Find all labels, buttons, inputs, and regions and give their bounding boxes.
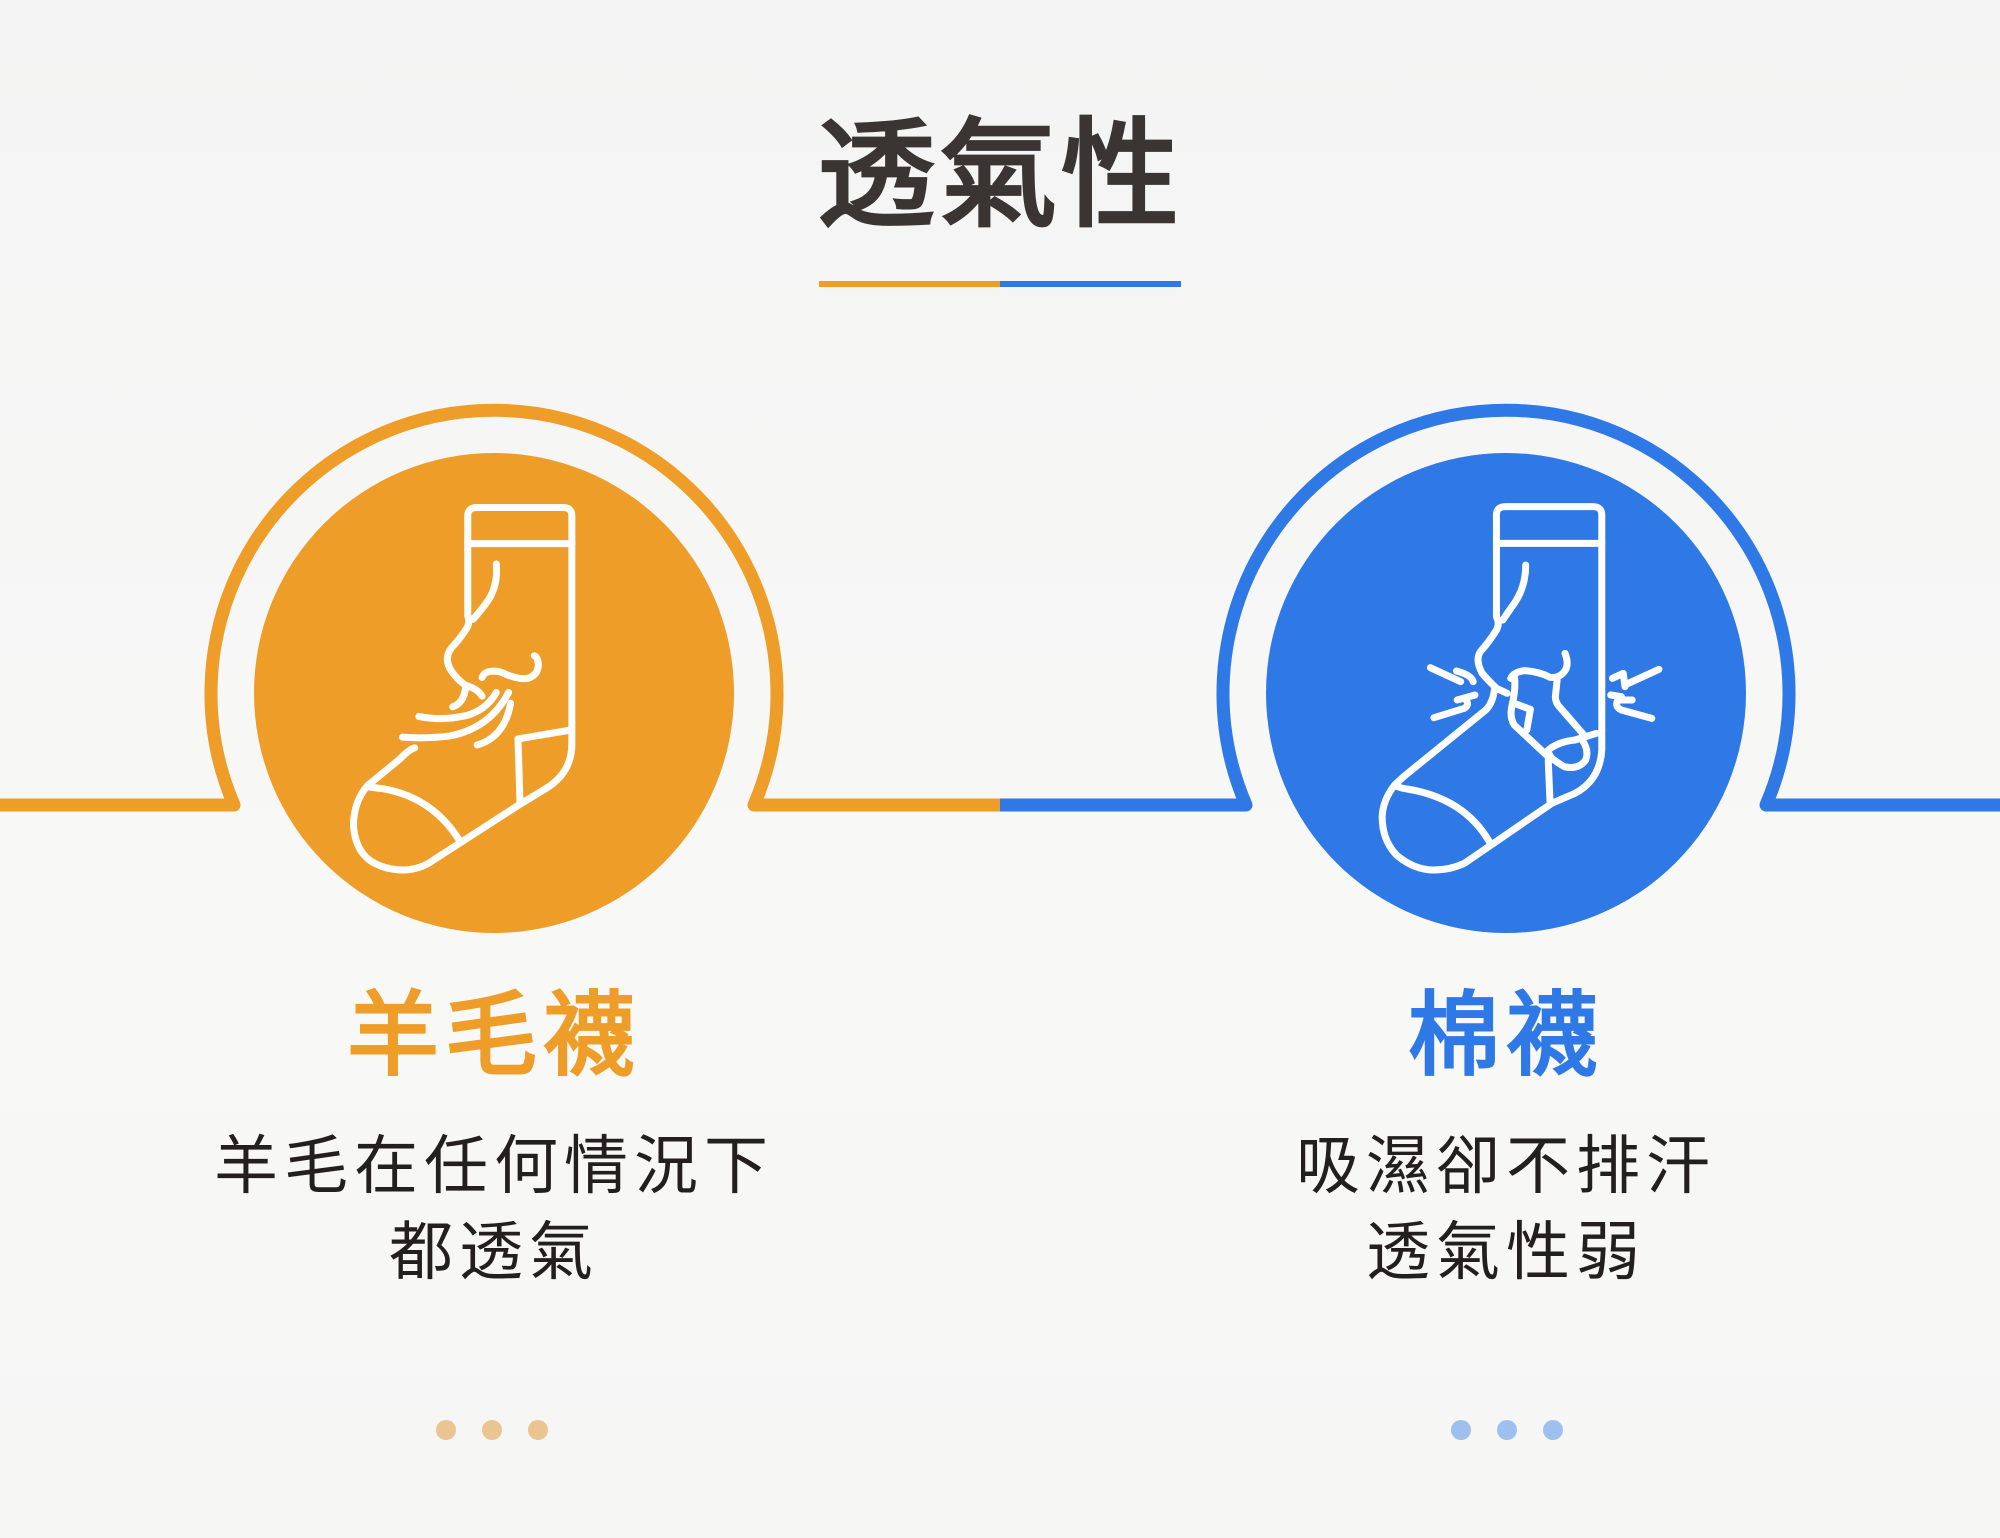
title-underline-orange (819, 281, 1000, 287)
cotton-desc-line-1: 吸濕卻不排汗 (1296, 1130, 1716, 1204)
pagination-dot (1497, 1420, 1517, 1440)
pagination-dot (482, 1420, 502, 1440)
cotton-sock-label: 棉襪 (1407, 982, 1604, 1089)
title-underline-blue (1000, 281, 1181, 287)
page-title: 透氣性 (816, 106, 1183, 244)
wool-desc-line-2: 都透氣 (389, 1216, 599, 1290)
pagination-dot (1543, 1420, 1563, 1440)
pagination-dot (1451, 1420, 1471, 1440)
breathing-sock-icon (180, 380, 820, 940)
pagination-dot (436, 1420, 456, 1440)
wool-desc-line-1: 羊毛在任何情況下 (214, 1130, 774, 1204)
cotton-desc-line-2: 透氣性弱 (1366, 1216, 1646, 1290)
pagination-dot (528, 1420, 548, 1440)
wool-sock-label: 羊毛襪 (346, 982, 641, 1089)
blocked-sock-icon (1200, 440, 1760, 900)
